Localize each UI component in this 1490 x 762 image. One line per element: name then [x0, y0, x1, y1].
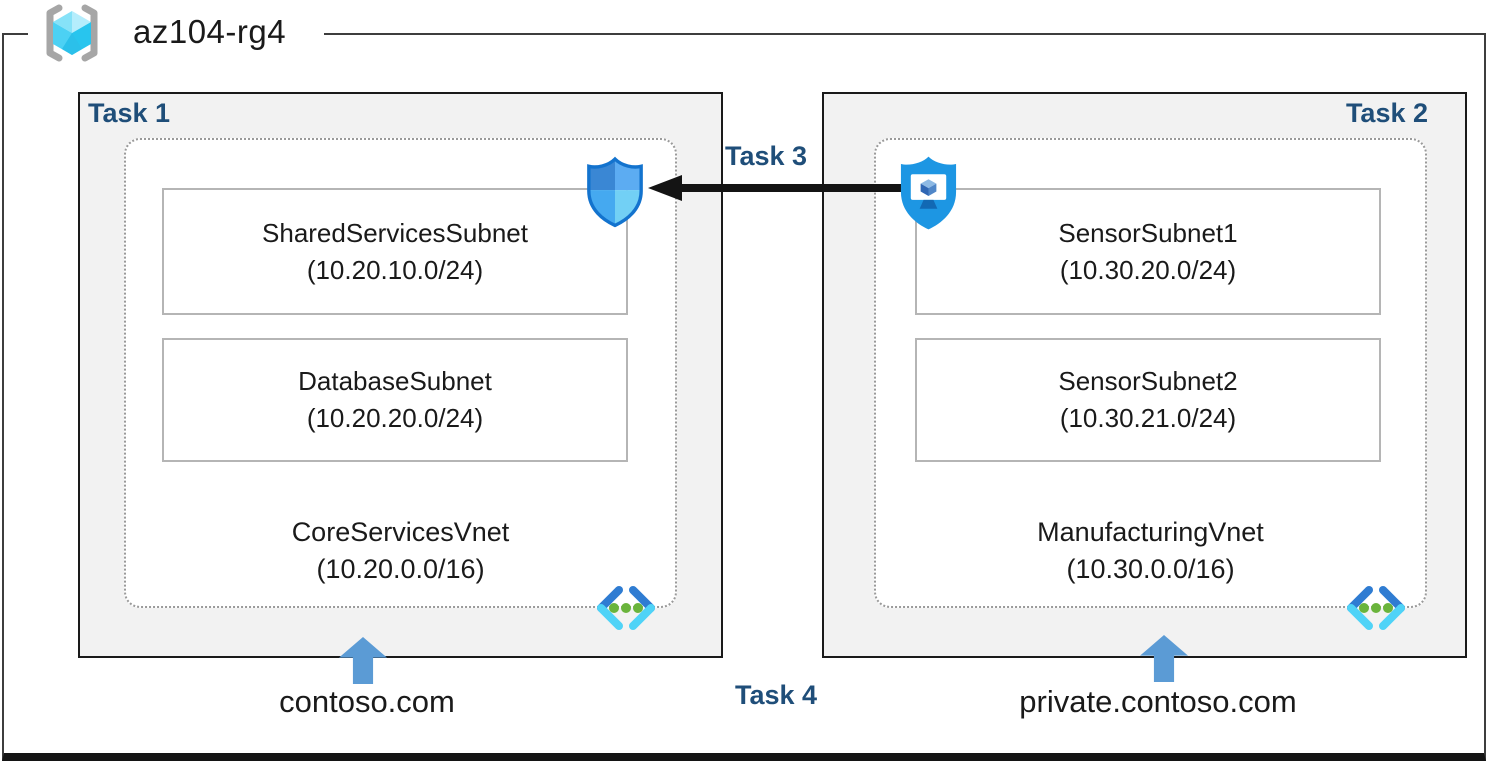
subnet-cidr: (10.30.20.0/24) [1059, 254, 1237, 285]
virtual-network-icon [597, 586, 655, 630]
subnet-name: DatabaseSubnet [298, 366, 492, 396]
manufacturing-vnet-label: ManufacturingVnet (10.30.0.0/16) [874, 514, 1427, 588]
vnet-cidr: (10.20.0.0/16) [316, 554, 485, 584]
subnet-name: SharedServicesSubnet [262, 217, 528, 248]
sensor-subnet2-box: SensorSubnet2 (10.30.21.0/24) [915, 338, 1381, 462]
task2-label: Task 2 [1345, 98, 1428, 128]
database-subnet-box: DatabaseSubnet (10.20.20.0/24) [162, 338, 628, 462]
vnet-name: CoreServicesVnet [291, 517, 510, 547]
core-services-vnet-label: CoreServicesVnet (10.20.0.0/16) [124, 514, 677, 588]
resource-group-title: az104-rg4 [133, 13, 287, 50]
bastion-icon [900, 156, 957, 230]
task3-label: Task 3 [724, 141, 808, 171]
subnet-cidr: (10.20.20.0/24) [306, 403, 484, 433]
private-contoso-dns-label: private.contoso.com [1019, 684, 1297, 719]
resource-group-label-mask [28, 26, 324, 40]
resource-group-icon [46, 4, 98, 62]
vnet-cidr: (10.30.0.0/16) [1066, 554, 1235, 584]
subnet-name: SensorSubnet1 [1058, 217, 1238, 248]
subnet-cidr: (10.30.21.0/24) [1059, 403, 1237, 433]
sensor-subnet1-box: SensorSubnet1 (10.30.20.0/24) [915, 188, 1381, 315]
task4-label: Task 4 [734, 680, 818, 710]
task1-label: Task 1 [88, 98, 171, 128]
subnet-name: SensorSubnet2 [1058, 366, 1238, 396]
subnet-cidr: (10.20.10.0/24) [306, 254, 484, 285]
shared-services-subnet-box: SharedServicesSubnet (10.20.10.0/24) [162, 188, 628, 315]
network-security-group-icon [587, 156, 643, 228]
virtual-network-icon [1347, 586, 1405, 630]
vnet-name: ManufacturingVnet [1037, 517, 1264, 547]
contoso-dns-label: contoso.com [279, 684, 455, 719]
